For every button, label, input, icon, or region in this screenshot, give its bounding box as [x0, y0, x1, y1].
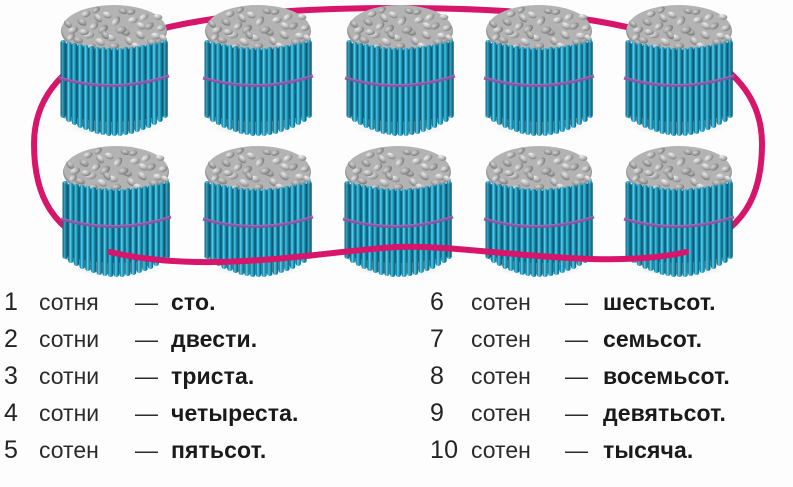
legend-dash-10: — [565, 437, 588, 463]
legend-count-3: 3 [4, 362, 19, 390]
legend-value-1: сто. [171, 289, 216, 315]
bundle-1 [57, 3, 171, 138]
legend-row-9: 9 сотен — девятьсот. [430, 399, 793, 436]
legend-value-5: пятьсот. [171, 437, 267, 463]
bundle-3 [343, 3, 457, 138]
legend-value-4: четыреста. [171, 400, 299, 426]
legend-value-6: шестьсот. [603, 289, 716, 315]
legend-dash-9: — [565, 400, 588, 426]
legend-row-5: 5 сотен — пятьсот. [4, 436, 424, 473]
bundles-svg [31, 3, 765, 279]
legend-unit-2: сотни [39, 326, 100, 352]
legend-unit-4: сотни [39, 400, 100, 426]
legend-count-1: 1 [4, 288, 19, 316]
legend-column-left: 1 сотня — сто. 2 сотни — двести. 3 сотни… [4, 288, 424, 473]
legend-count-4: 4 [4, 399, 19, 427]
legend-dash-1: — [135, 289, 158, 315]
bundle-5 [622, 3, 736, 138]
legend-dash-5: — [135, 437, 158, 463]
legend-count-2: 2 [4, 325, 19, 353]
legend-row-4: 4 сотни — четыреста. [4, 399, 424, 436]
legend-unit-6: сотен [471, 289, 531, 315]
legend-dash-7: — [565, 326, 588, 352]
bundle-row-top [57, 3, 736, 138]
legend-count-5: 5 [4, 436, 19, 464]
hundreds-number-names-legend: 1 сотня — сто. 2 сотни — двести. 3 сотни… [0, 288, 793, 487]
bundle-4 [482, 3, 596, 138]
legend-column-right: 6 сотен — шестьсот. 7 сотен — семьсот. 8… [430, 288, 793, 473]
legend-row-8: 8 сотен — восемьсот. [430, 362, 793, 399]
legend-row-1: 1 сотня — сто. [4, 288, 424, 325]
legend-dash-8: — [565, 363, 588, 389]
legend-unit-5: сотен [39, 437, 99, 463]
legend-row-3: 3 сотни — триста. [4, 362, 424, 399]
legend-count-6: 6 [430, 288, 445, 316]
legend-value-10: тысяча. [603, 437, 694, 463]
legend-value-2: двести. [171, 326, 258, 352]
legend-dash-4: — [135, 400, 158, 426]
legend-count-7: 7 [430, 325, 445, 353]
legend-value-7: семьсот. [603, 326, 703, 352]
legend-value-3: триста. [171, 363, 255, 389]
legend-row-6: 6 сотен — шестьсот. [430, 288, 793, 325]
legend-unit-10: сотен [471, 437, 531, 463]
legend-unit-3: сотни [39, 363, 100, 389]
legend-unit-8: сотен [471, 363, 531, 389]
legend-dash-6: — [565, 289, 588, 315]
legend-unit-1: сотня [39, 289, 99, 315]
illustration-ten-hundred-bundles [31, 3, 765, 279]
legend-unit-9: сотен [471, 400, 531, 426]
legend-count-10: 10 [430, 436, 459, 464]
legend-dash-2: — [135, 326, 158, 352]
legend-value-8: восемьсот. [603, 363, 730, 389]
legend-row-7: 7 сотен — семьсот. [430, 325, 793, 362]
bundle-8 [341, 144, 455, 279]
thousand-ring-front [107, 243, 689, 266]
legend-row-10: 10 сотен — тысяча. [430, 436, 793, 473]
bundle-2 [201, 3, 315, 138]
legend-unit-7: сотен [471, 326, 531, 352]
legend-dash-3: — [135, 363, 158, 389]
legend-count-8: 8 [430, 362, 445, 390]
legend-row-2: 2 сотни — двести. [4, 325, 424, 362]
legend-count-9: 9 [430, 399, 445, 427]
legend-value-9: девятьсот. [603, 400, 726, 426]
